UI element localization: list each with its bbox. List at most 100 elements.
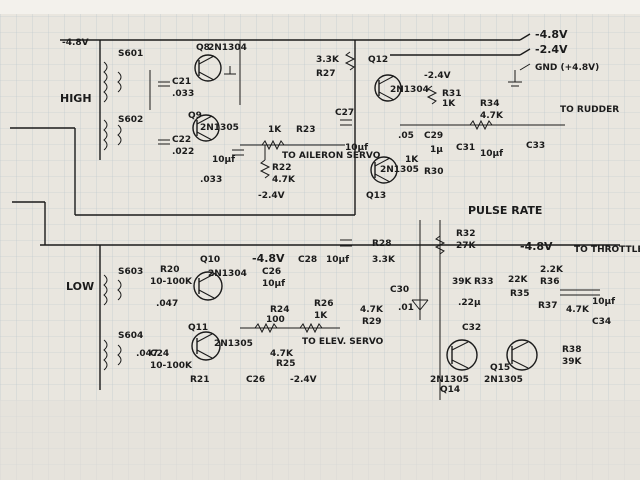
c31-label: C31	[456, 143, 475, 153]
s602-label: S602	[118, 115, 143, 125]
center-section: 3.3K R27 C27 10µf Q12 2N1304 2N1305 Q13 …	[316, 51, 619, 201]
r25-value: 4.7K	[270, 349, 294, 359]
r28-value: 3.3K	[372, 255, 396, 265]
r31-value: 1K	[442, 99, 456, 109]
q8-label: Q8	[196, 43, 210, 53]
c30-value: .01	[398, 303, 414, 313]
q8-type: 2N1304	[208, 43, 247, 53]
c32-label: C32	[462, 323, 481, 333]
c22-label: C22	[172, 135, 191, 145]
low-label: LOW	[66, 280, 94, 293]
r37-label: R37	[538, 301, 557, 311]
c27-value: 10µf	[345, 143, 368, 153]
r21-value: 10-100K	[150, 361, 193, 371]
r22-value: 4.7K	[272, 175, 296, 185]
r25-label: R25	[276, 359, 295, 369]
q15-type: 2N1305	[484, 375, 523, 385]
r26-label: R26	[314, 299, 333, 309]
c24-cap-value: .047	[136, 349, 158, 359]
r38-value: 39K	[562, 357, 583, 367]
q14-label: Q14	[440, 385, 460, 395]
low-section: LOW S603 S604 R20 10-100K .047 C24 .047 …	[66, 239, 396, 390]
q13-type: 2N1305	[380, 165, 419, 175]
pulse-rate-title: PULSE RATE	[468, 204, 542, 217]
q11-type: 2N1305	[214, 339, 253, 349]
high-section: HIGH S601 S602 C21 .033 C22 .022 Q8 2N13…	[10, 40, 381, 245]
c31-value: 1µ	[430, 145, 443, 155]
r35-value: 22K	[508, 275, 529, 285]
q11-label: Q11	[188, 323, 208, 333]
c34-value: 10µf	[592, 297, 615, 307]
q12-label: Q12	[368, 55, 388, 65]
q12-type: 2N1304	[390, 85, 429, 95]
r38-label: R38	[562, 345, 581, 355]
throttle-output-label: TO THROTTLE SERVO	[574, 245, 640, 255]
c22-value: .022	[172, 147, 194, 157]
c28-label: C28	[298, 255, 317, 265]
power-rails: -4.8V -2.4V GND (+4.8V) -4.8V	[40, 28, 620, 246]
top-edge	[0, 0, 640, 14]
high-label: HIGH	[60, 92, 92, 105]
r30-value: 1K	[405, 155, 419, 165]
c29-label: C29	[424, 131, 443, 141]
r24-label: R24	[270, 305, 289, 315]
c27-label: C27	[335, 108, 354, 118]
q10-type: 2N1304	[208, 269, 247, 279]
r23-value: 1K	[268, 125, 282, 135]
r28-label: R28	[372, 239, 391, 249]
c24-label: .047	[156, 299, 178, 309]
rudder-output-label: TO RUDDER	[560, 105, 619, 115]
r24-value: 100	[266, 315, 285, 325]
r20-value: 10-100K	[150, 277, 193, 287]
rail-neg48-label: -4.8V	[535, 28, 568, 41]
r29-value: 4.7K	[360, 305, 384, 315]
r36-value: 2.2K	[540, 265, 564, 275]
pulse-neg48-label: -4.8V	[520, 240, 553, 253]
bottom-edge	[0, 400, 640, 480]
c23-label: 10µf	[212, 155, 235, 165]
r20-label: R20	[160, 265, 179, 275]
r23-label: R23	[296, 125, 315, 135]
c29-value: .05	[398, 131, 414, 141]
r34-label: R34	[480, 99, 499, 109]
c32-value: .22µ	[458, 298, 481, 308]
r30-label: R30	[424, 167, 443, 177]
low-neg48-label: -4.8V	[252, 252, 285, 265]
q10-label: Q10	[200, 255, 220, 265]
c30-label: C30	[390, 285, 409, 295]
c33-label: C33	[526, 141, 545, 151]
c24-value: C24	[150, 349, 169, 359]
s604-label: S604	[118, 331, 143, 341]
q9-label: Q9	[188, 111, 202, 121]
r34-value: 4.7K	[480, 111, 504, 121]
r31-label: R31	[442, 89, 461, 99]
top-neg24-label: -2.4V	[424, 71, 451, 81]
input-neg48-label: -4.8V	[62, 38, 89, 48]
r27-value: 3.3K	[316, 55, 340, 65]
r35-label: R35	[510, 289, 529, 299]
c28-value: 10µf	[326, 255, 349, 265]
c26-label: C26	[262, 267, 281, 277]
s601-label: S601	[118, 49, 143, 59]
c33-value: 10µf	[480, 149, 503, 159]
c26-value: 10µf	[262, 279, 285, 289]
s603-label: S603	[118, 267, 143, 277]
c25-label: .033	[200, 175, 222, 185]
r21-label: R21	[190, 375, 209, 385]
high-neg24-label: -2.4V	[258, 191, 285, 201]
q9-type: 2N1305	[200, 123, 239, 133]
r27-label: R27	[316, 69, 335, 79]
r37-value: 4.7K	[566, 305, 590, 315]
r22-label: R22	[272, 163, 291, 173]
q15-label: Q15	[490, 363, 510, 373]
r26-value: 1K	[314, 311, 328, 321]
r36-label: R36	[540, 277, 559, 287]
q14-type: 2N1305	[430, 375, 469, 385]
r32-label: R32	[456, 229, 475, 239]
c34-label: C34	[592, 317, 611, 327]
c26-low-label: C26	[246, 375, 265, 385]
c21-value: .033	[172, 89, 194, 99]
pulse-rate-section: PULSE RATE -4.8V R32 27K 39K R33 .22µ C3…	[360, 204, 640, 400]
rail-gnd-label: GND (+4.8V)	[535, 63, 599, 73]
